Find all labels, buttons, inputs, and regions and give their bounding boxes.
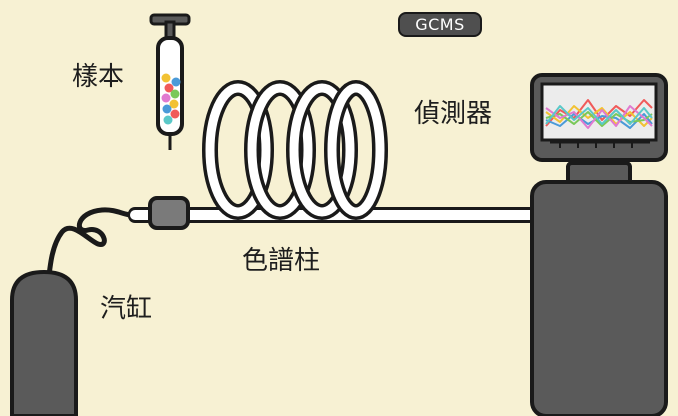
trace-red <box>545 99 653 127</box>
injector-icon <box>148 196 190 230</box>
trace-green <box>545 111 653 127</box>
gas-line <box>45 207 138 288</box>
detector-icon <box>530 73 668 416</box>
sample-label: 樣本 <box>72 62 125 92</box>
syringe-icon <box>149 13 191 150</box>
gcms-badge: GCMS <box>398 12 482 37</box>
trace-cyan <box>545 105 653 125</box>
gas-cylinder-icon <box>10 270 78 416</box>
gas-cylinder-label: 汽缸 <box>100 294 153 324</box>
trace-blue <box>545 113 653 129</box>
detector-label: 偵測器 <box>414 99 493 129</box>
column-label: 色譜柱 <box>242 246 321 276</box>
column-coil-icon <box>202 80 388 220</box>
